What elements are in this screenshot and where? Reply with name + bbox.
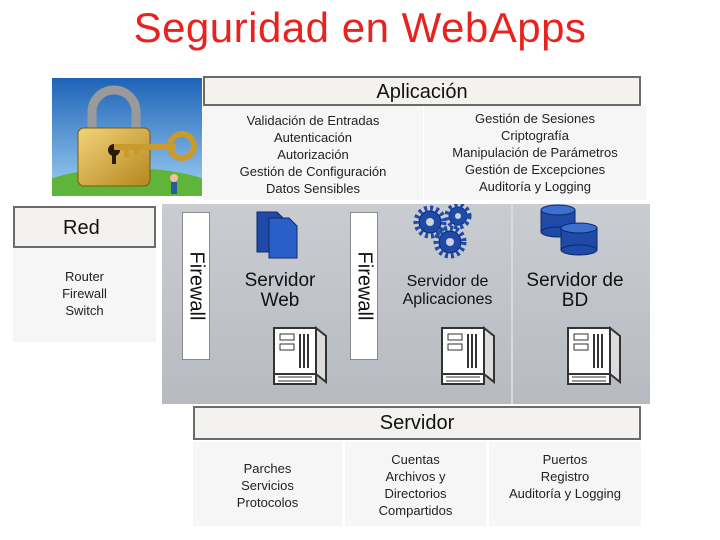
- list-item: Directorios: [384, 486, 447, 501]
- list-item: Manipulación de Parámetros: [452, 145, 618, 160]
- server-tower-icon: [566, 325, 622, 386]
- server-web-label: Servidor Web: [225, 271, 335, 311]
- server-db-line: Servidor de: [526, 270, 624, 291]
- aplicacion-label: Aplicación: [376, 81, 468, 103]
- list-item: Router: [64, 269, 105, 284]
- server-app-line: Servidor de: [406, 273, 489, 290]
- red-list: Router Firewall Switch: [13, 268, 156, 319]
- server-tower-icon: [272, 325, 328, 386]
- aplicacion-right-list: Gestión de Sesiones Criptografía Manipul…: [424, 110, 646, 195]
- documents-icon: [255, 208, 301, 260]
- list-item: Cuentas: [391, 452, 440, 467]
- servidor-col1: Parches Servicios Protocolos: [193, 460, 342, 511]
- gears-icon: [410, 202, 480, 262]
- aplicacion-left-list: Validación de Entradas Autenticación Aut…: [203, 112, 423, 197]
- server-tower-icon: [440, 325, 496, 386]
- list-item: Compartidos: [378, 503, 453, 518]
- list-item: Auditoría y Logging: [508, 486, 622, 501]
- firewall-label: Firewall: [353, 251, 376, 321]
- firewall-right: Firewall: [350, 212, 378, 360]
- list-item: Gestión de Sesiones: [475, 111, 595, 126]
- list-item: Criptografía: [501, 128, 569, 143]
- server-web-line: Web: [260, 290, 300, 311]
- padlock-key-icon: [17, 78, 237, 244]
- servidor-panel-1: [193, 442, 342, 526]
- servidor-col2: Cuentas Archivos y Directorios Compartid…: [345, 451, 486, 519]
- aplicacion-left-panel: [203, 106, 423, 200]
- database-icon: [535, 204, 605, 260]
- list-item: Gestión de Configuración: [239, 164, 387, 179]
- list-item: Firewall: [62, 286, 107, 301]
- aplicacion-right-panel: [424, 106, 646, 200]
- servidor-col3: Puertos Registro Auditoría y Logging: [489, 451, 641, 502]
- red-panel: [13, 248, 156, 342]
- list-item: Datos Sensibles: [266, 181, 360, 196]
- band-divider: [511, 204, 513, 404]
- servidor-panel-2: [345, 442, 486, 526]
- red-label: Red: [63, 217, 100, 239]
- server-app-label: Servidor de Aplicaciones: [385, 273, 510, 309]
- server-db-line: BD: [561, 290, 589, 311]
- page-title: Seguridad en WebApps: [133, 4, 587, 51]
- list-item: Parches: [243, 461, 292, 476]
- list-item: Protocolos: [236, 495, 299, 510]
- list-item: Servicios: [241, 478, 294, 493]
- list-item: Autorización: [277, 147, 349, 162]
- list-item: Registro: [540, 469, 590, 484]
- list-item: Puertos: [542, 452, 588, 467]
- list-item: Autenticación: [273, 130, 353, 145]
- firewall-label: Firewall: [185, 251, 208, 321]
- list-item: Archivos y: [385, 469, 446, 484]
- list-item: Gestión de Excepciones: [464, 162, 606, 177]
- red-bar: Red: [13, 206, 156, 248]
- server-web-line: Servidor: [244, 270, 316, 291]
- aplicacion-bar: Aplicación: [203, 76, 641, 106]
- server-app-line: Aplicaciones: [402, 291, 493, 308]
- servidor-panel-3: [489, 442, 641, 526]
- server-db-label: Servidor de BD: [515, 271, 635, 311]
- servidor-label: Servidor: [379, 412, 455, 434]
- servidor-bar: Servidor: [193, 406, 641, 440]
- list-item: Validación de Entradas: [246, 113, 380, 128]
- list-item: Switch: [65, 303, 104, 318]
- list-item: Auditoría y Logging: [478, 179, 592, 194]
- firewall-left: Firewall: [182, 212, 210, 360]
